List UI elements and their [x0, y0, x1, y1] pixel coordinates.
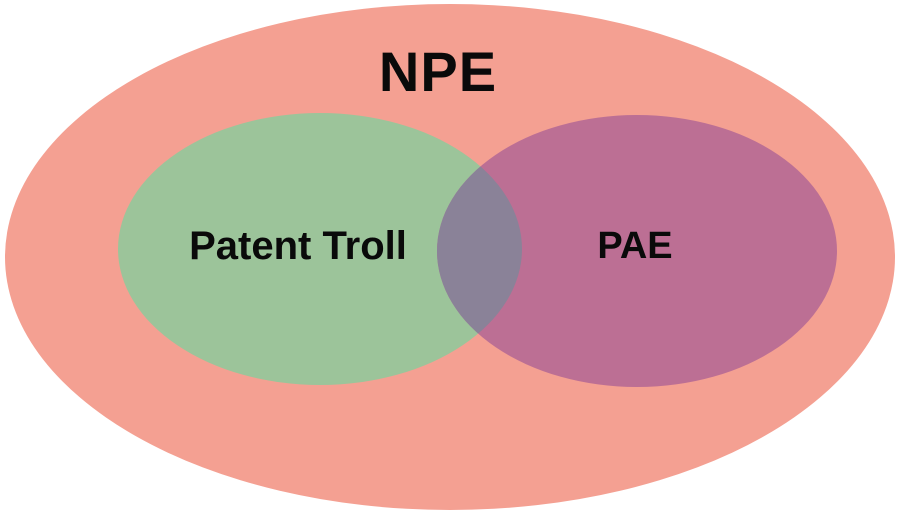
- pae-label: PAE: [597, 225, 673, 267]
- patent-troll-ellipse: [118, 113, 522, 385]
- npe-label: NPE: [378, 40, 498, 103]
- pae-ellipse: [437, 115, 837, 387]
- patent-troll-label: Patent Troll: [189, 224, 407, 268]
